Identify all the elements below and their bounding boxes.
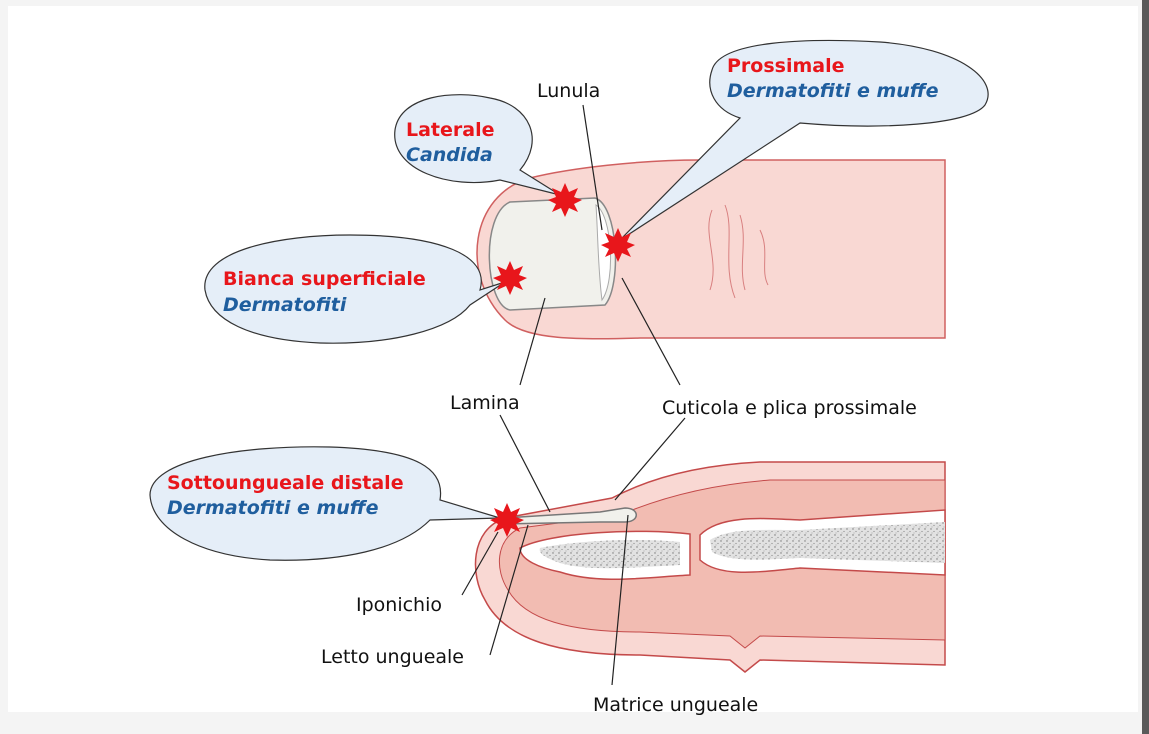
laterale-title: Laterale (406, 119, 495, 141)
lamina-label: Lamina (450, 392, 520, 414)
prossimale-title: Prossimale (727, 55, 845, 77)
sottoungueale-title: Sottoungueale distale (167, 472, 404, 494)
prossimale-subtitle: Dermatofiti e muffe (727, 80, 939, 102)
sottoungueale-subtitle: Dermatofiti e muffe (167, 497, 379, 519)
laterale-subtitle: Candida (406, 144, 493, 166)
bianca-title: Bianca superficiale (223, 268, 426, 290)
iponichio-label: Iponichio (356, 594, 442, 616)
letto-ungueale-label: Letto ungueale (321, 646, 464, 668)
finger-section-view (475, 462, 945, 672)
bianca-subtitle: Dermatofiti (223, 294, 347, 316)
matrice-ungueale-label: Matrice ungueale (593, 694, 758, 716)
lunula-label: Lunula (537, 80, 600, 102)
cuticola-label: Cuticola e plica prossimale (662, 397, 917, 419)
